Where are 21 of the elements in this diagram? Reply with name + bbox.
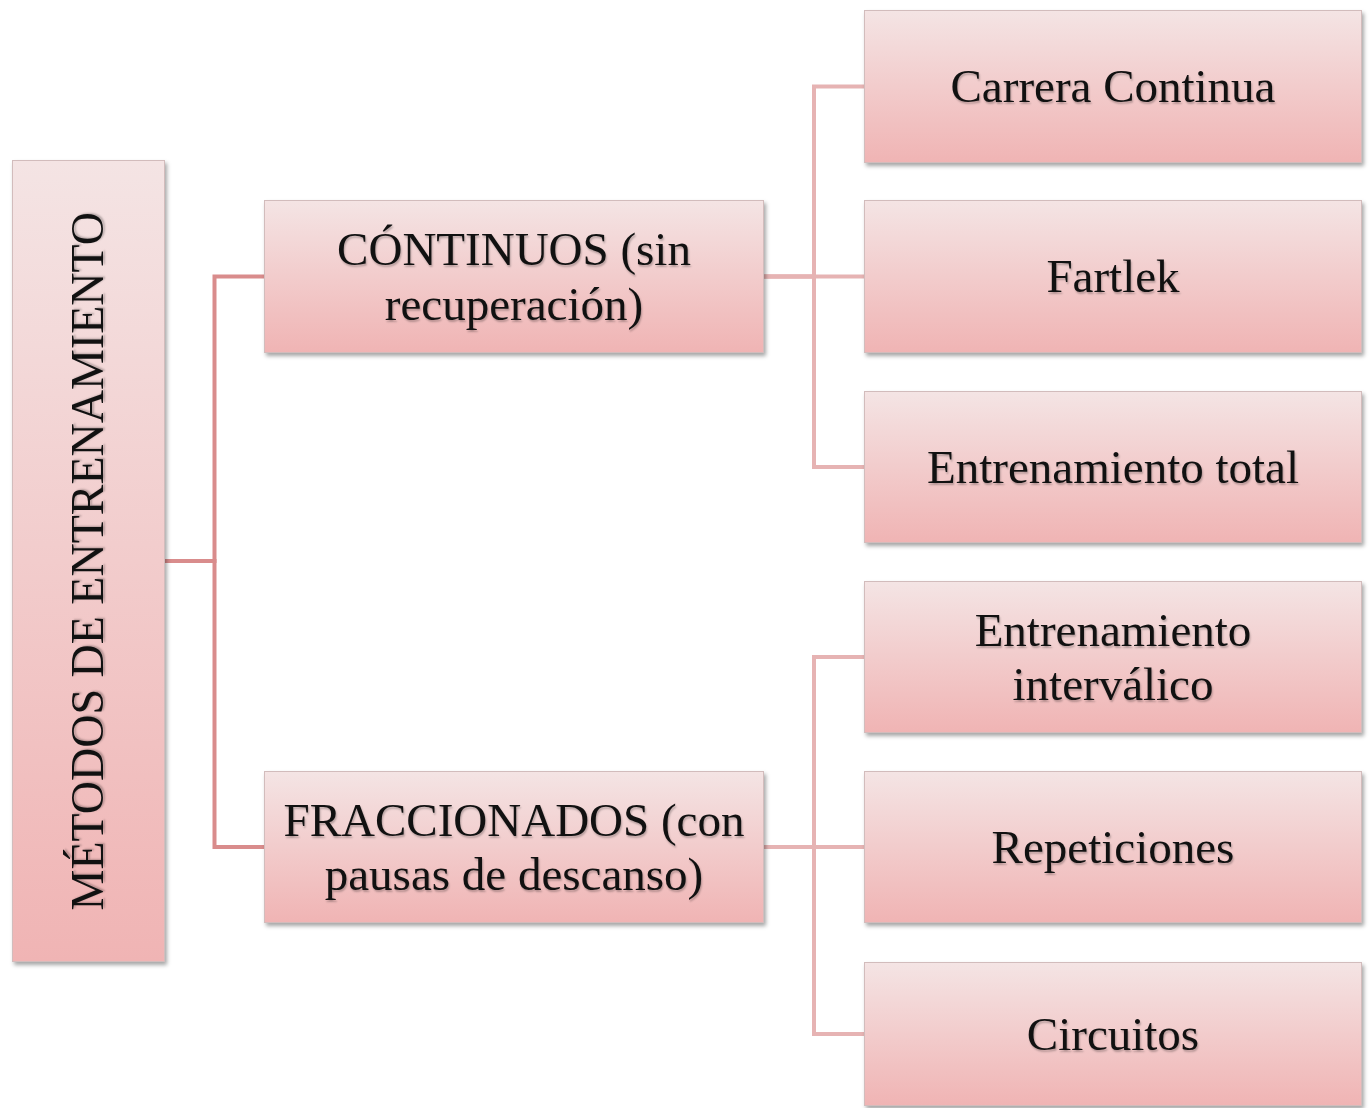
title-text: MÉTODOS DE ENTRENAMIENTO [62,210,115,913]
node-label: FRACCIONADOS (con pausas de descanso) [282,792,746,902]
category-box [864,962,1362,1106]
node-label: CÓNTINUOS (sin recuperación) [336,222,692,331]
category-box [264,771,764,923]
title-box [12,160,165,962]
category-box [864,581,1362,733]
connector-line [165,559,264,849]
node-label: Fartlek [1045,249,1181,304]
node-label: Entrenamiento total [926,439,1300,494]
node-label: Circuitos [1025,1006,1201,1061]
category-box [864,391,1362,543]
node-label: Repeticiones [990,819,1236,874]
node-label: Carrera Continua [949,59,1277,114]
category-box [864,10,1362,163]
node-label: Entrenamiento interválico [973,602,1253,712]
category-box [264,200,764,353]
category-box [864,771,1362,923]
connector-line [764,845,864,1036]
category-box [864,200,1362,353]
connector-line [764,274,864,469]
